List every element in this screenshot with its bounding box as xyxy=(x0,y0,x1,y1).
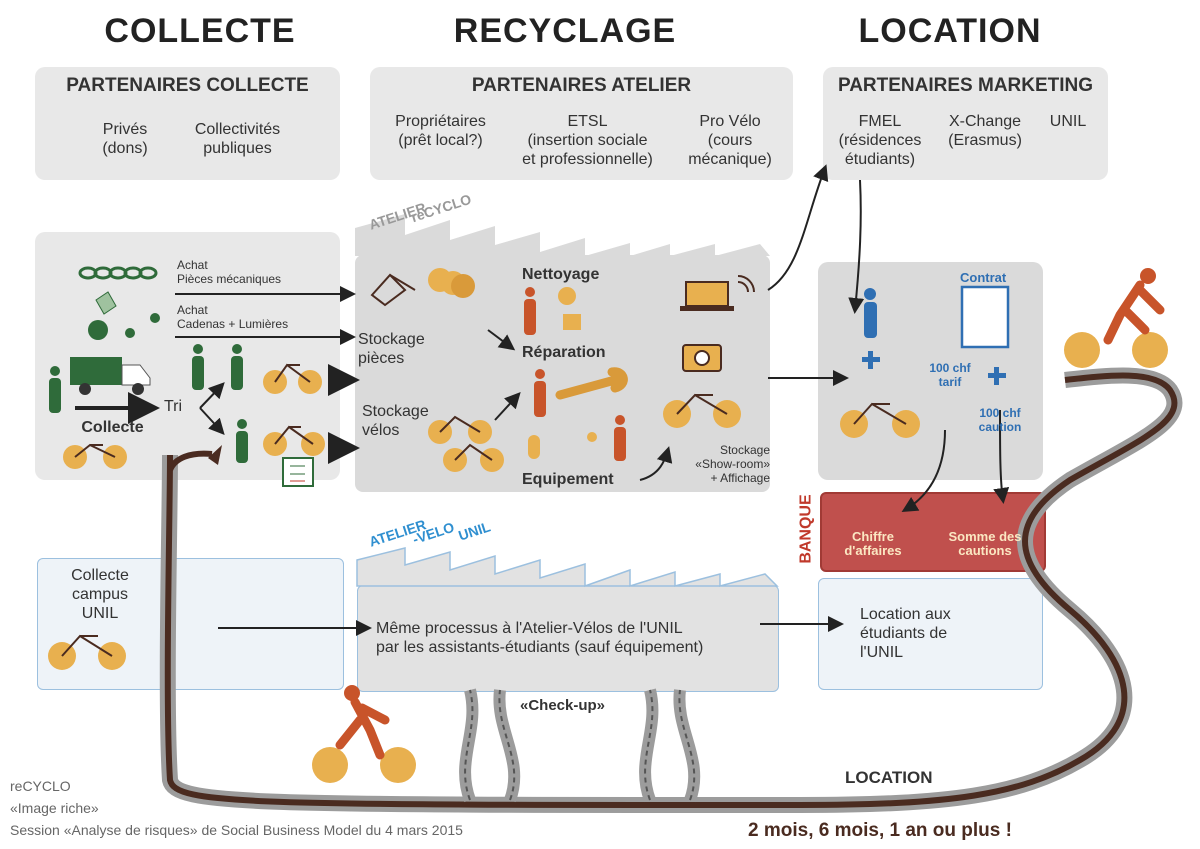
cyclist-icon-right xyxy=(1064,268,1168,368)
partner-xchange: X-Change (Erasmus) xyxy=(948,113,1022,149)
contrat-label: Contrat xyxy=(960,270,1007,285)
light-icon xyxy=(88,313,160,340)
unil-location-label: Location aux étudiants de l'UNIL xyxy=(860,606,951,661)
gears-icon xyxy=(428,268,475,298)
partners-atelier-box: PARTENAIRES ATELIER Propriétaires (prêt … xyxy=(370,67,793,180)
equipement-label: Equipement xyxy=(522,471,614,488)
nettoyage-label: Nettoyage xyxy=(522,266,600,283)
camera-icon xyxy=(682,344,722,372)
sponge-icon xyxy=(558,287,581,330)
parts-icon xyxy=(370,273,416,307)
person-blue-icon xyxy=(864,288,877,338)
tri-label: Tri xyxy=(163,398,183,415)
collecte-label: Collecte xyxy=(81,419,144,436)
unil-atelier-box xyxy=(357,585,779,692)
wrench-icon xyxy=(555,367,628,400)
unil-process-label: Même processus à l'Atelier-Vélos de l'UN… xyxy=(376,620,704,656)
partner-collectivites: Collectivités publiques xyxy=(194,121,281,157)
banque-box xyxy=(820,492,1046,572)
person-rust-icon xyxy=(524,287,626,461)
reparation-label: Réparation xyxy=(522,344,606,361)
bike-icons xyxy=(48,363,920,670)
atelier-roof xyxy=(355,214,770,256)
partner-unil: UNIL xyxy=(1049,113,1087,130)
header-location: LOCATION xyxy=(858,12,1042,50)
header-collecte: COLLECTE xyxy=(104,12,296,50)
somme-cautions-label: Somme des cautions xyxy=(948,529,1022,558)
checkup-roads xyxy=(459,688,701,803)
road-inner xyxy=(164,372,1178,809)
header-recyclage: RECYCLAGE xyxy=(453,12,677,50)
stockage-pieces-label: Stockage pièces xyxy=(358,331,425,367)
partner-fmel: FMEL (résidences étudiants) xyxy=(838,113,922,168)
banque-label: BANQUE xyxy=(797,494,815,564)
road-arrowhead xyxy=(208,445,222,465)
footer-line3: Session «Analyse de risques» de Social B… xyxy=(10,822,463,838)
partner-provelo: Pro Vélo (cours mécanique) xyxy=(688,113,772,168)
chiffre-affaires-label: Chiffre d'affaires xyxy=(844,529,902,558)
collecte-panel xyxy=(35,232,340,480)
truck-icon xyxy=(70,357,151,395)
achat-pieces-label: Achat Pièces mécaniques xyxy=(177,258,282,286)
contract-icon xyxy=(960,285,1010,349)
partner-proprietaires: Propriétaires (prêt local?) xyxy=(395,113,486,149)
cyclist-icon-bottom xyxy=(312,685,416,783)
showroom-label: Stockage «Show-room» + Affichage xyxy=(695,443,770,485)
tarif-label: 100 chf tarif xyxy=(929,361,971,389)
partners-marketing-title: PARTENAIRES MARKETING xyxy=(837,75,1094,96)
collecte-campus-label: Collecte campus UNIL xyxy=(71,567,129,622)
partner-prives: Privés (dons) xyxy=(102,121,148,157)
checklist-icon xyxy=(282,457,314,487)
footer-line2: «Image riche» xyxy=(10,800,99,816)
partners-collecte-box: PARTENAIRES COLLECTE Privés (dons) Colle… xyxy=(35,67,340,180)
unil-location-box xyxy=(818,578,1043,690)
lock-icon xyxy=(95,291,117,315)
unil-atelier-roof xyxy=(356,547,779,588)
partners-atelier-title: PARTENAIRES ATELIER xyxy=(471,75,692,96)
unil-collecte-box xyxy=(37,558,344,690)
checkup-label: «Check-up» xyxy=(520,697,606,714)
partners-collecte-title: PARTENAIRES COLLECTE xyxy=(66,75,309,96)
partners-marketing-box: PARTENAIRES MARKETING FMEL (résidences é… xyxy=(823,67,1108,180)
footer-line1: reCYCLO xyxy=(10,778,71,794)
partner-etsl: ETSL (insertion sociale et professionnel… xyxy=(522,113,653,168)
plus-icons xyxy=(862,351,1006,385)
person-green-icon xyxy=(49,344,248,463)
achat-cadenas-label: Achat Cadenas + Lumières xyxy=(177,303,289,331)
stockage-velos-label: Stockage vélos xyxy=(362,403,429,439)
flow-arrows xyxy=(75,164,1010,636)
durations-label: 2 mois, 6 mois, 1 an ou plus ! xyxy=(748,820,1012,841)
caution-label: 100 chf caution xyxy=(978,406,1022,434)
location-road-label: LOCATION xyxy=(845,768,933,787)
chain-icon xyxy=(78,266,158,280)
equipment-icon xyxy=(528,432,597,459)
laptop-icon xyxy=(680,275,755,311)
